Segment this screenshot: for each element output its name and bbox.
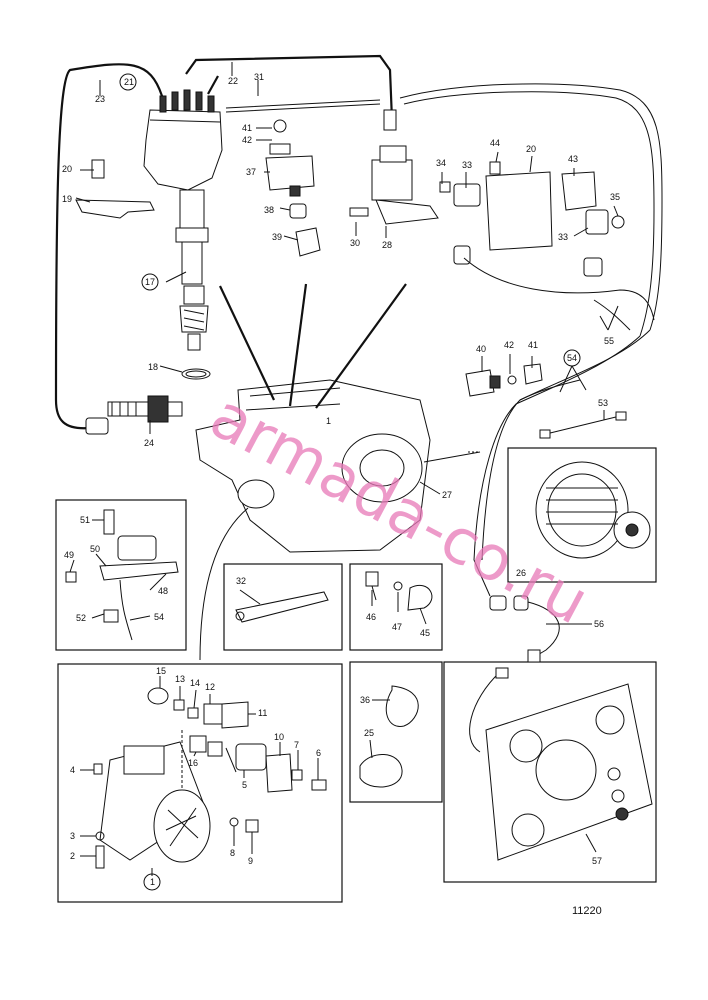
callout-56: 56 bbox=[594, 619, 604, 629]
sender-bracket-panel bbox=[55, 499, 187, 651]
cable-tie-panel bbox=[349, 661, 443, 803]
callout-8: 8 bbox=[230, 848, 235, 858]
callout-11: 11 bbox=[258, 708, 267, 718]
callout-27: 27 bbox=[442, 490, 452, 500]
cable-53 bbox=[539, 411, 627, 439]
spark-plug bbox=[85, 395, 183, 435]
callout-12: 12 bbox=[205, 682, 215, 692]
wrench-panel bbox=[223, 563, 343, 651]
callout-51: 51 bbox=[80, 515, 90, 525]
distributor-clamp bbox=[75, 159, 155, 219]
callout-44: 44 bbox=[490, 138, 500, 148]
callout-30: 30 bbox=[350, 238, 360, 248]
callout-13: 13 bbox=[175, 674, 185, 684]
clamp-panel bbox=[349, 563, 443, 651]
callout-33: 33 bbox=[462, 160, 472, 170]
callout-34: 34 bbox=[436, 158, 446, 168]
callout-47: 47 bbox=[392, 622, 402, 632]
callout-39: 39 bbox=[272, 232, 282, 242]
oil-pressure-sender bbox=[265, 119, 321, 257]
callout-52: 52 bbox=[76, 613, 86, 623]
callout-19: 19 bbox=[62, 194, 72, 204]
callout-35: 35 bbox=[610, 192, 620, 202]
callout-circle-1 bbox=[143, 873, 161, 891]
callout-54: 54 bbox=[567, 353, 577, 363]
callout-38: 38 bbox=[264, 205, 274, 215]
callout-15: 15 bbox=[156, 666, 166, 676]
callout-54b: 54 bbox=[154, 612, 164, 622]
callout-55: 55 bbox=[604, 336, 614, 346]
callout-3: 3 bbox=[70, 831, 75, 841]
ignition-leads bbox=[54, 54, 394, 430]
distributor-assembly bbox=[143, 89, 223, 380]
callout-circle-21 bbox=[119, 73, 137, 91]
callout-5: 5 bbox=[242, 780, 247, 790]
callout-26: 26 bbox=[516, 568, 526, 578]
callout-circle-54 bbox=[563, 349, 581, 367]
callout-23: 23 bbox=[95, 94, 105, 104]
engine-block bbox=[195, 283, 481, 661]
callout-4: 4 bbox=[70, 765, 75, 775]
callout-10: 10 bbox=[274, 732, 284, 742]
callout-49: 49 bbox=[64, 550, 74, 560]
callout-42: 42 bbox=[242, 135, 252, 145]
callout-50: 50 bbox=[90, 544, 100, 554]
callout-1b: 1 bbox=[150, 877, 155, 887]
callout-14: 14 bbox=[190, 678, 200, 688]
callout-20b: 20 bbox=[526, 144, 536, 154]
relay-bracket bbox=[439, 161, 625, 277]
callout-40: 40 bbox=[476, 344, 486, 354]
starter-panel bbox=[57, 663, 343, 903]
callout-28: 28 bbox=[382, 240, 392, 250]
callout-41b: 41 bbox=[528, 340, 538, 350]
callout-42b: 42 bbox=[504, 340, 514, 350]
callout-32: 32 bbox=[236, 576, 246, 586]
leader-lines bbox=[69, 62, 619, 876]
callout-53: 53 bbox=[598, 398, 608, 408]
callout-48: 48 bbox=[158, 586, 168, 596]
callout-2: 2 bbox=[70, 851, 75, 861]
callout-25: 25 bbox=[364, 728, 374, 738]
callout-21: 21 bbox=[124, 77, 134, 87]
callout-57: 57 bbox=[592, 856, 602, 866]
callout-33b: 33 bbox=[558, 232, 568, 242]
callout-6: 6 bbox=[316, 748, 321, 758]
callout-31: 31 bbox=[254, 72, 264, 82]
callout-1: 1 bbox=[326, 416, 331, 426]
callout-37: 37 bbox=[246, 167, 256, 177]
callout-18: 18 bbox=[148, 362, 158, 372]
temperature-sender bbox=[465, 363, 543, 397]
callout-46: 46 bbox=[366, 612, 376, 622]
callout-circle-17 bbox=[141, 273, 159, 291]
callout-22: 22 bbox=[228, 76, 238, 86]
callout-36: 36 bbox=[360, 695, 370, 705]
callout-labels: 21 23 22 31 20 19 17 18 24 41 42 37 38 3… bbox=[62, 72, 620, 891]
instrument-panel-box bbox=[443, 595, 657, 883]
callout-9: 9 bbox=[248, 856, 253, 866]
callout-17: 17 bbox=[145, 277, 155, 287]
callout-41: 41 bbox=[242, 123, 252, 133]
wiring-harness bbox=[399, 83, 663, 597]
ignition-coil bbox=[349, 109, 439, 225]
callout-16: 16 bbox=[188, 758, 198, 768]
callout-43: 43 bbox=[568, 154, 578, 164]
callout-7: 7 bbox=[294, 740, 299, 750]
callout-20: 20 bbox=[62, 164, 72, 174]
alternator-panel bbox=[507, 447, 657, 583]
callout-24: 24 bbox=[144, 438, 154, 448]
callout-45: 45 bbox=[420, 628, 430, 638]
figure-number: 11220 bbox=[572, 905, 602, 917]
